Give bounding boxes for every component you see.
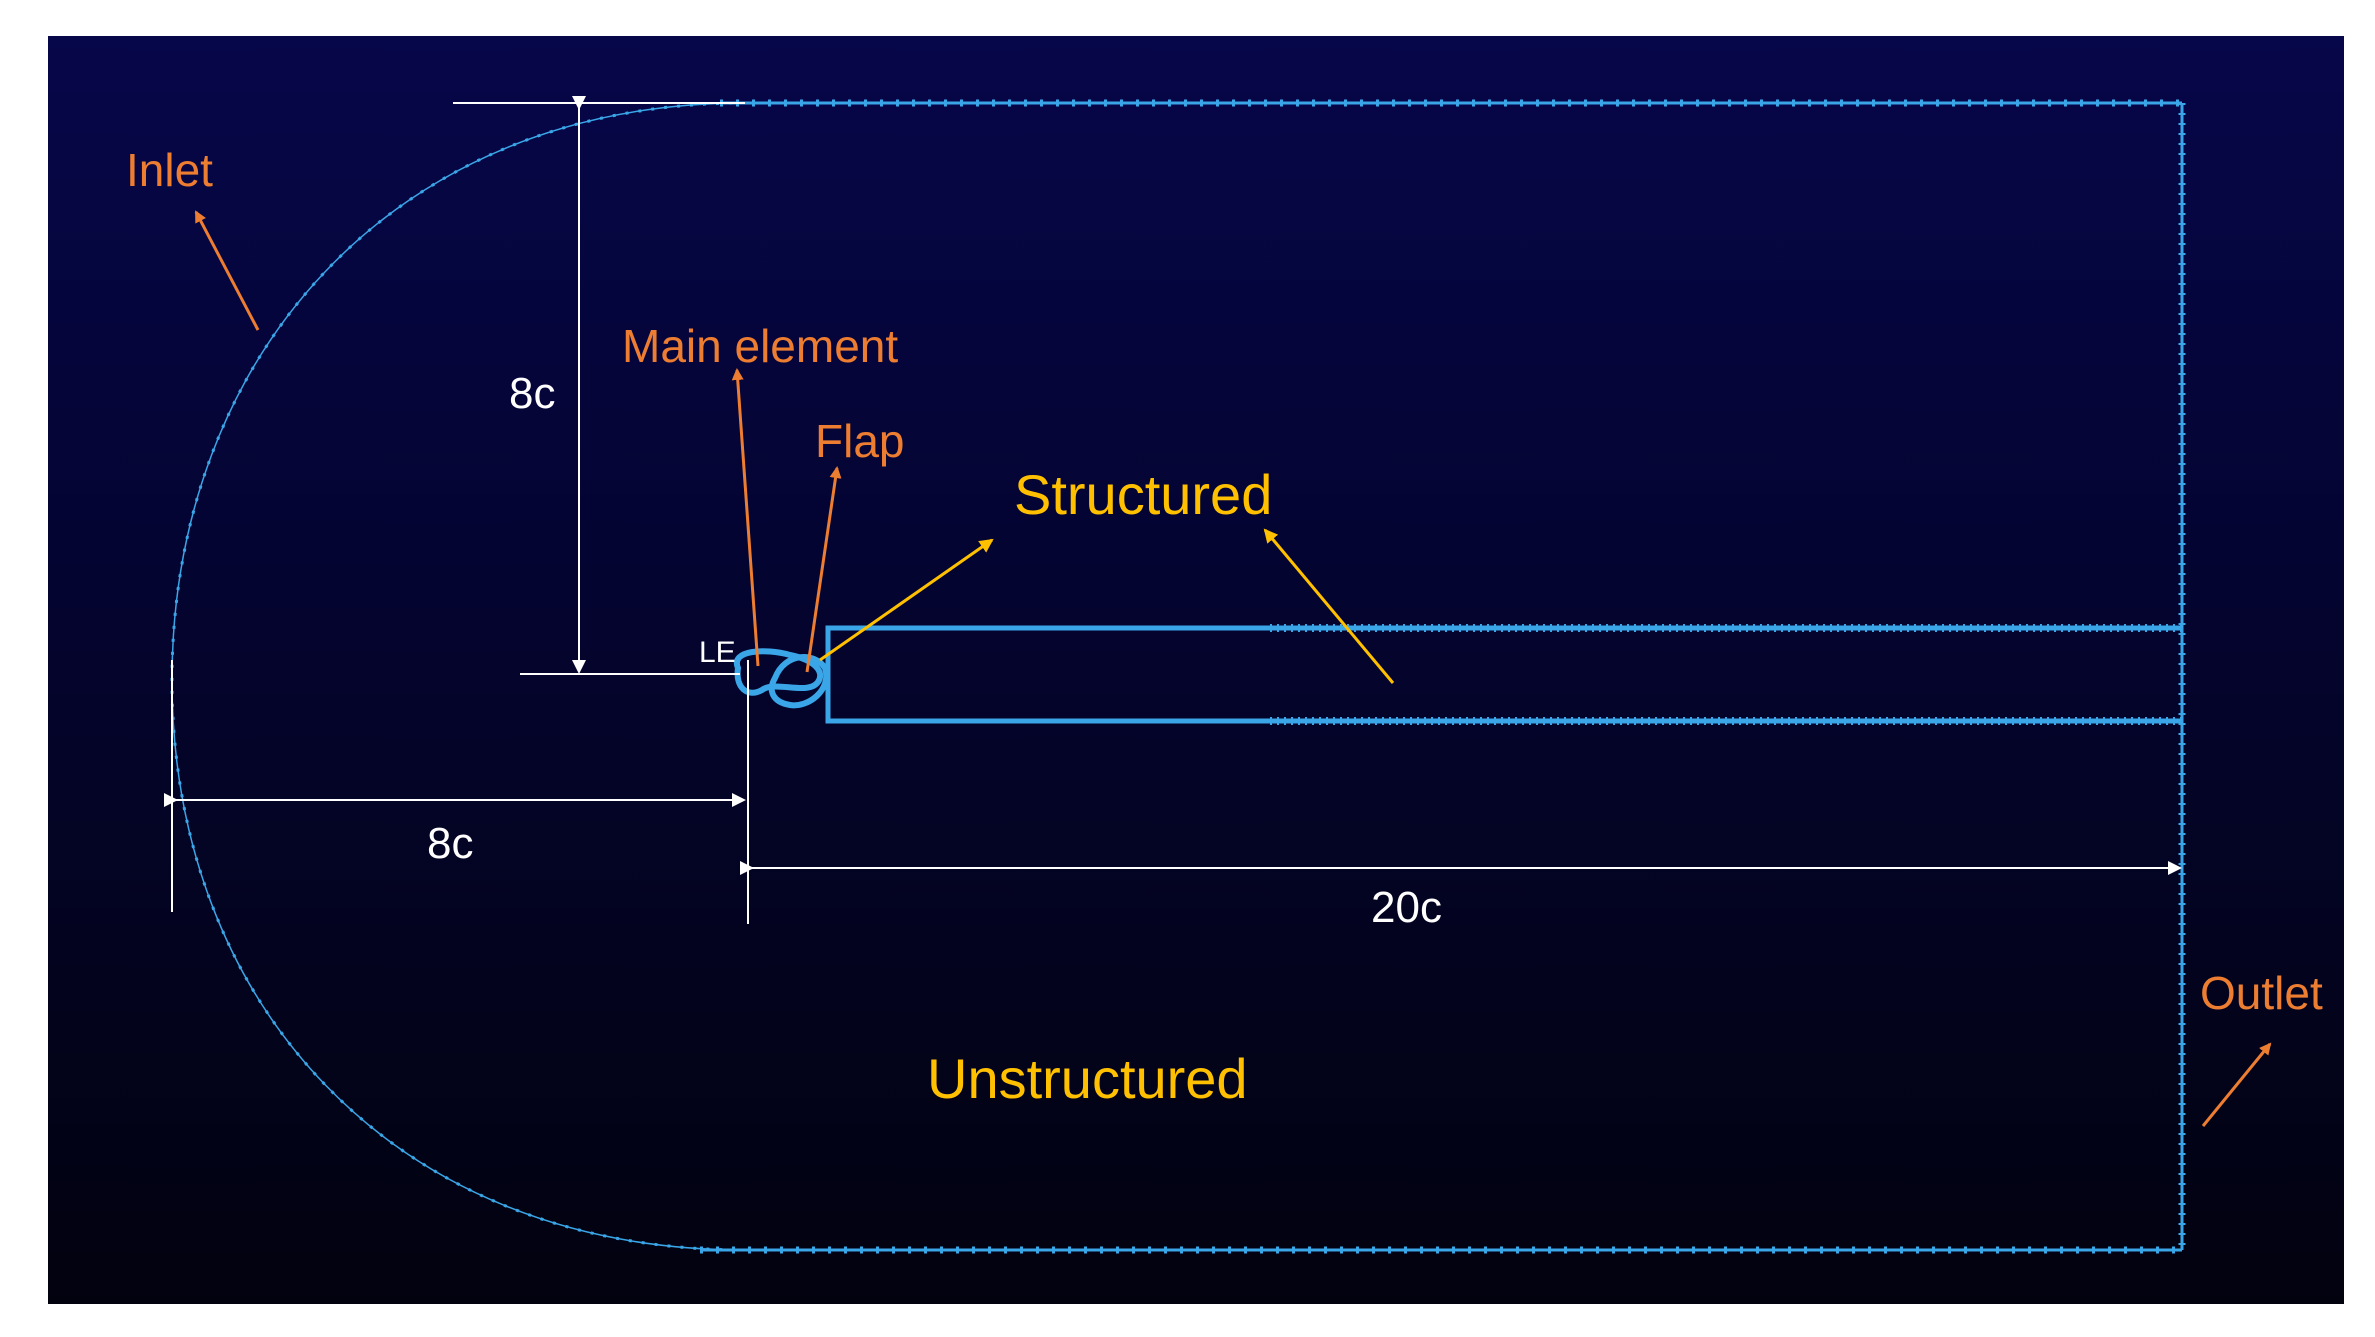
dimension-upstream-label: 8c [427,819,473,868]
flap-label: Flap [815,415,904,467]
outlet-arrow [2201,1042,2272,1127]
dimension-vertical-label: 8c [509,369,555,418]
inlet-arrow [194,210,260,331]
background-panel [48,36,2344,1304]
structured-arrow-right [1263,528,1395,684]
dimension-lines [164,96,2182,924]
airfoil [733,648,830,709]
structured-arrow-left [819,538,994,662]
main-element-label: Main element [622,320,898,372]
dimension-downstream-label: 20c [1371,883,1442,932]
outlet-label: Outlet [2200,967,2323,1019]
flap-arrow [805,466,842,673]
main-element-shape [733,648,824,696]
inlet-label: Inlet [126,144,213,196]
main-element-arrow [731,368,760,667]
annotation-arrows [194,210,2272,1127]
unstructured-label: Unstructured [927,1047,1248,1110]
structured-label: Structured [1014,463,1272,526]
le-label: LE [699,636,736,669]
flap-shape [768,654,830,709]
